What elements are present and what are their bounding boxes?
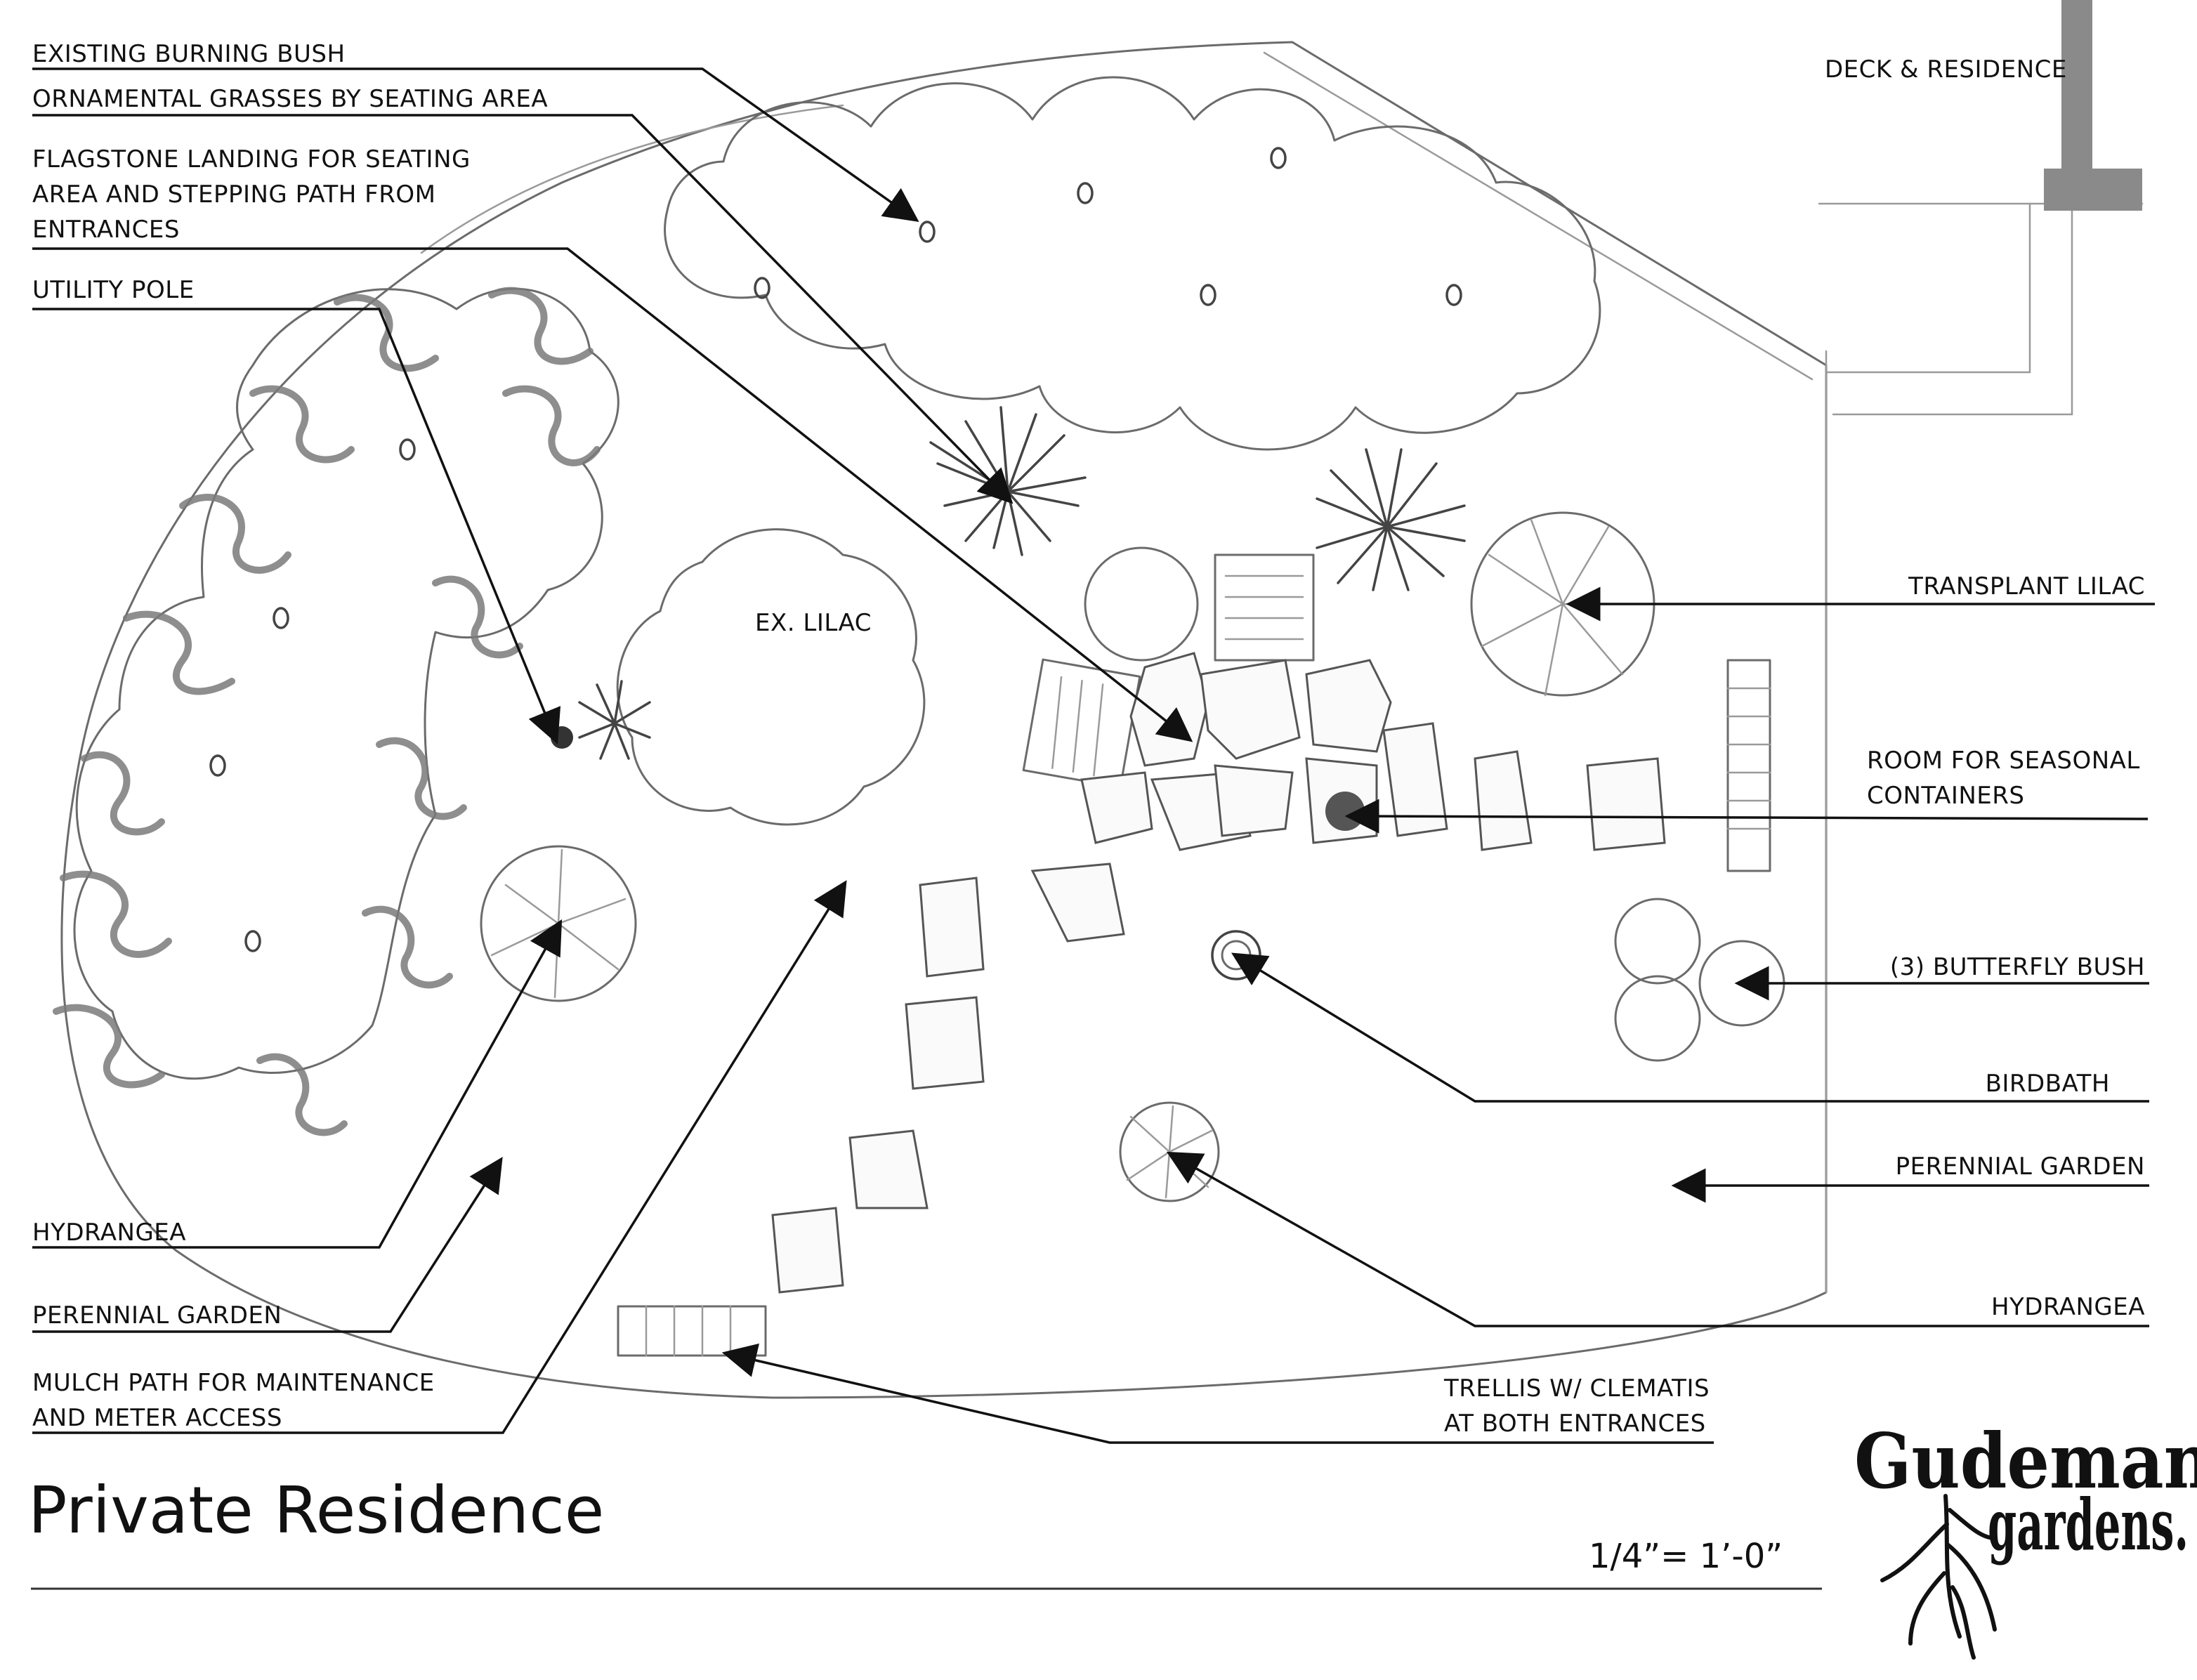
label-ex-lilac: EX. LILAC: [755, 609, 872, 637]
label-hydrangea-left: HYDRANGEA: [32, 1219, 186, 1247]
label-perennial-right: PERENNIAL GARDEN: [1896, 1153, 2145, 1181]
label-utility-pole: UTILITY POLE: [32, 276, 195, 304]
label-trellis-line2: AT BOTH ENTRANCES: [1444, 1410, 1706, 1438]
hydrangea-left-plant: [480, 845, 637, 1002]
label-flagstone-line3: ENTRANCES: [32, 216, 180, 244]
label-perennial-left: PERENNIAL GARDEN: [32, 1301, 282, 1330]
leader-perennial-left: [32, 1157, 503, 1333]
leader-mulch-path: [32, 880, 847, 1434]
scale-note: 1/4”= 1’-0”: [1589, 1537, 1783, 1576]
leader-flagstone: [32, 247, 1193, 742]
birdbath: [1211, 930, 1261, 980]
label-butterfly-bush: (3) BUTTERFLY BUSH: [1890, 953, 2145, 981]
label-hydrangea-right: HYDRANGEA: [1991, 1293, 2145, 1321]
hydrangea-right-plant: [1119, 1101, 1220, 1202]
label-containers-line2: CONTAINERS: [1867, 782, 2024, 810]
label-flagstone-line2: AREA AND STEPPING PATH FROM: [32, 181, 435, 209]
label-flagstone-line1: FLAGSTONE LANDING FOR SEATING: [32, 145, 471, 173]
existing-lilac: [616, 528, 926, 826]
label-birdbath: BIRDBATH: [1986, 1070, 2110, 1098]
bench-rack: [1726, 659, 1771, 872]
label-mulch-line2: AND METER ACCESS: [32, 1404, 282, 1432]
footer: Private Residence 1/4”= 1’-0”: [28, 1473, 1822, 1590]
seating-area: [1022, 546, 1315, 789]
page-title: Private Residence: [28, 1473, 604, 1548]
leader-hydrangea-right: [1166, 1151, 2149, 1327]
deck-structure: [1818, 0, 2144, 1294]
label-grasses: ORNAMENTAL GRASSES BY SEATING AREA: [32, 85, 548, 113]
property-outline: [60, 41, 1828, 1399]
leader-grasses: [32, 114, 1014, 504]
logo-roots: [1880, 1494, 1997, 1660]
seasonal-container: [1325, 792, 1365, 831]
trellis: [617, 1305, 767, 1357]
label-deck: DECK & RESIDENCE: [1825, 55, 2067, 84]
leader-lines: [32, 67, 2155, 1444]
logo-line2: gardens.: [1988, 1483, 2189, 1566]
gudeman-gardens-logo: Gudeman gardens.: [1854, 1417, 2197, 1660]
butterfly-bushes: [1614, 898, 1785, 1062]
burning-bush-outline: [664, 76, 1601, 451]
left-shrub-mass: [53, 287, 619, 1136]
label-containers-line1: ROOM FOR SEASONAL: [1867, 747, 2140, 775]
label-transplant-lilac: TRANSPLANT LILAC: [1908, 572, 2145, 601]
leader-trellis: [721, 1343, 1714, 1444]
ornamental-grasses: [578, 406, 1466, 760]
leader-hydrangea-left: [32, 919, 563, 1249]
label-mulch-line1: MULCH PATH FOR MAINTENANCE: [32, 1369, 435, 1397]
leader-birdbath: [1231, 952, 2149, 1103]
logo-line1: Gudeman: [1854, 1417, 2197, 1506]
label-trellis-line1: TRELLIS W/ CLEMATIS: [1443, 1374, 1710, 1403]
leader-containers: [1344, 799, 2149, 834]
leader-utility-pole: [32, 308, 561, 744]
callout-labels: EXISTING BURNING BUSH ORNAMENTAL GRASSES…: [32, 40, 2145, 1438]
leader-burning-bush: [32, 67, 919, 223]
label-burning-bush: EXISTING BURNING BUSH: [32, 40, 346, 68]
